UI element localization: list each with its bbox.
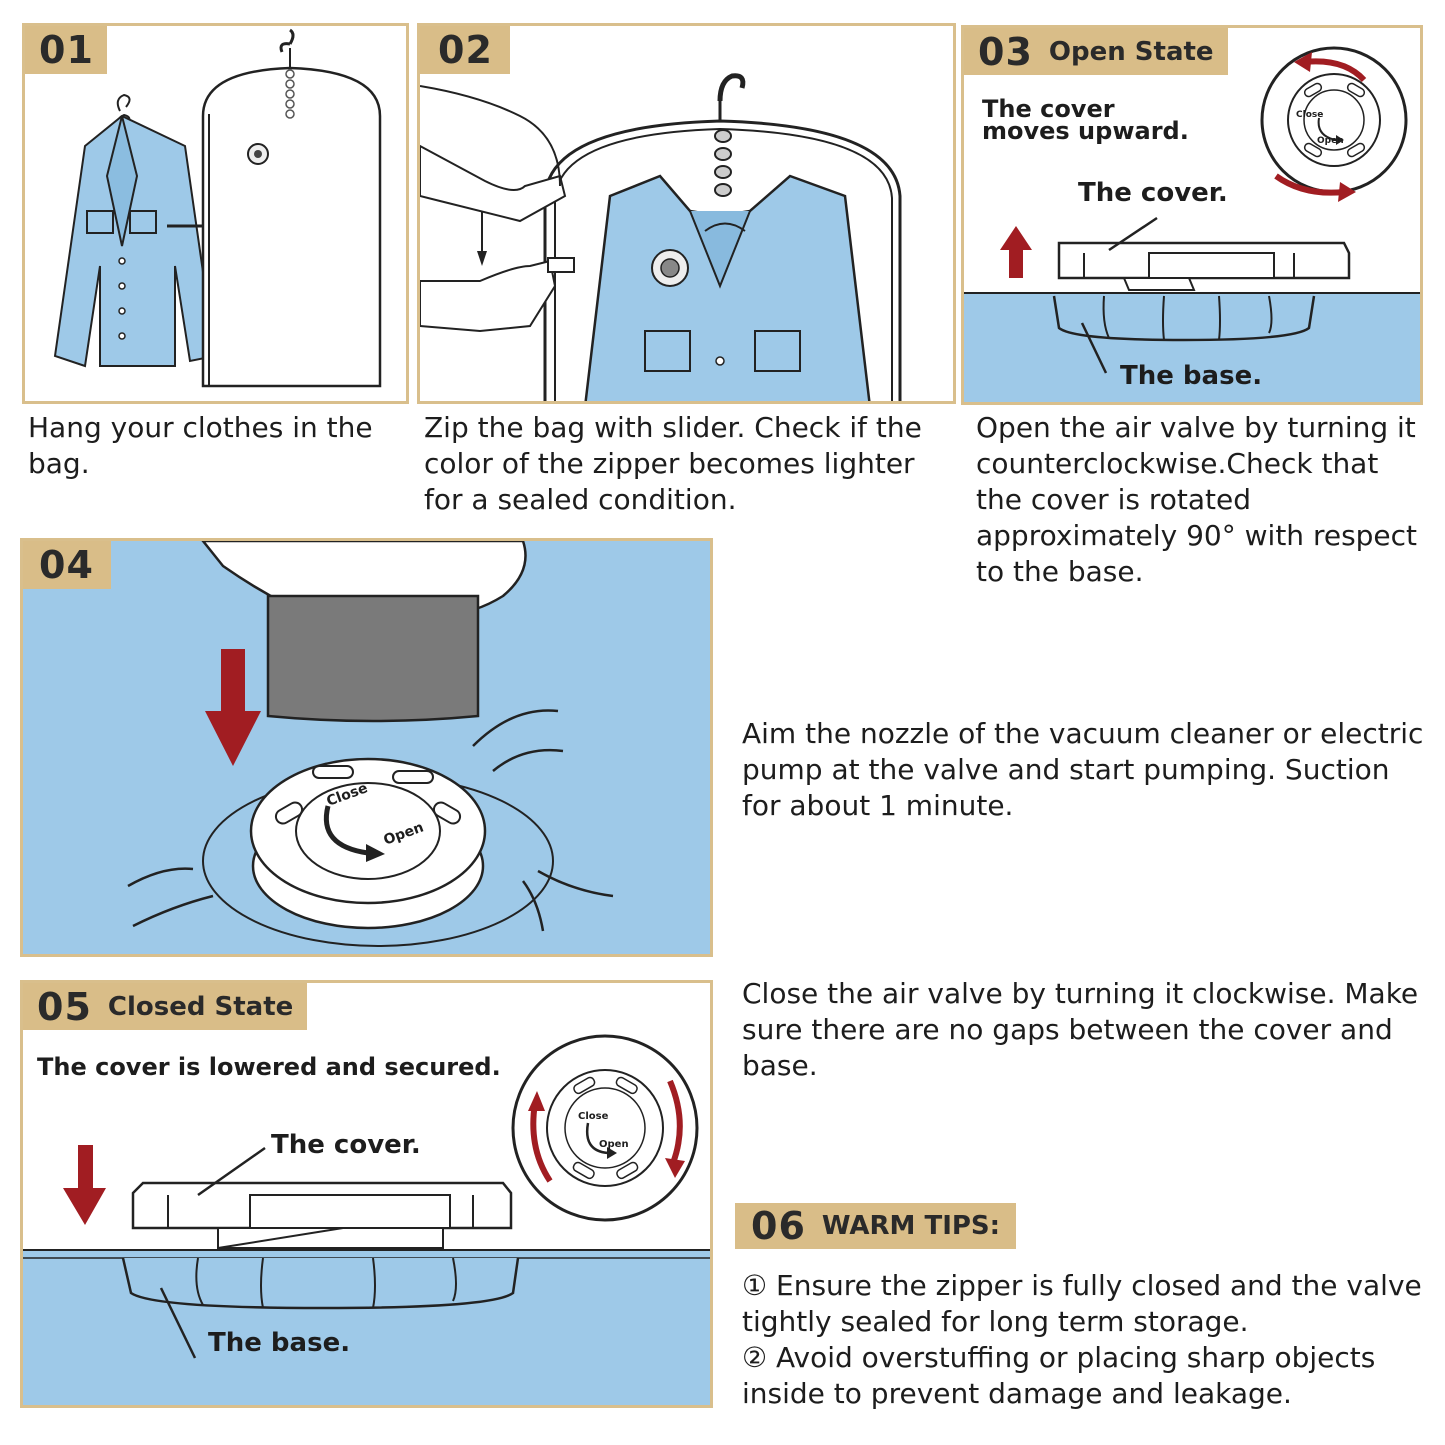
dial-close-text: Close xyxy=(1296,110,1324,120)
step-title: Closed State xyxy=(107,991,294,1022)
step-01-badge: 01 xyxy=(25,26,107,74)
step-03-caption: Open the air valve by turning it counter… xyxy=(976,411,1418,588)
step-04-badge: 04 xyxy=(23,541,111,589)
open-state-illustration xyxy=(964,46,1420,402)
step-05-note: The cover is lowered and secured. xyxy=(37,1053,501,1081)
step-04-panel: 04 Close Open xyxy=(20,538,713,957)
coat-into-bag-illustration xyxy=(53,28,382,388)
step-05-badge: 05 Closed State xyxy=(23,983,308,1030)
step-number: 02 xyxy=(438,28,493,72)
step-01-panel: 01 xyxy=(22,23,409,404)
step-03-badge: 03 Open State xyxy=(964,28,1228,75)
step-06-badge: 06 WARM TIPS: xyxy=(735,1203,1017,1249)
step-05-panel: 05 Closed State The cover is lowered and… xyxy=(20,980,713,1408)
step-03-note: The cover moves upward. xyxy=(982,95,1189,145)
step-number: 03 xyxy=(978,29,1033,74)
step-title: Open State xyxy=(1048,36,1214,67)
step-01-caption: Hang your clothes in the bag. xyxy=(28,411,373,480)
tip-1: ① Ensure the zipper is fully closed and … xyxy=(742,1269,1422,1338)
dial-close-text: Close xyxy=(578,1111,609,1122)
step-04-caption: Aim the nozzle of the vacuum cleaner or … xyxy=(742,717,1424,822)
step-number: 05 xyxy=(37,984,92,1029)
cover-label: The cover. xyxy=(1078,178,1228,208)
dial-open-text: Open xyxy=(599,1139,629,1150)
base-label: The base. xyxy=(1120,361,1263,391)
step-number: 06 xyxy=(751,1204,806,1248)
dial-open-text: Open xyxy=(1317,136,1344,146)
step-title: WARM TIPS: xyxy=(821,1211,1001,1241)
cover-label: The cover. xyxy=(271,1130,421,1160)
step-02-caption: Zip the bag with slider. Check if the co… xyxy=(424,411,922,516)
step-02-panel: 02 xyxy=(417,23,956,404)
step-number: 04 xyxy=(39,543,94,587)
vacuum-pumping-illustration xyxy=(127,541,614,947)
step-05-caption: Close the air valve by turning it clockw… xyxy=(742,977,1419,1082)
step-number: 01 xyxy=(39,28,94,72)
base-label: The base. xyxy=(208,1328,351,1358)
step-03-panel: 03 Open State The cover moves upward. Th… xyxy=(961,25,1423,405)
step-02-badge: 02 xyxy=(420,26,510,74)
tip-2: ② Avoid overstuffing or placing sharp ob… xyxy=(742,1341,1376,1410)
zip-bag-illustration xyxy=(420,73,902,401)
closed-state-illustration xyxy=(23,1034,710,1405)
